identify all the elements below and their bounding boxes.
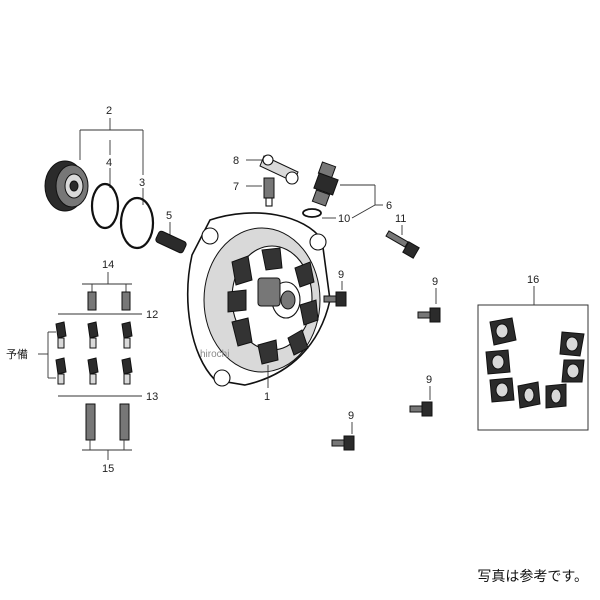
- spare-label: 予備: [6, 348, 28, 361]
- callout-8: 8: [233, 155, 239, 167]
- callout-15: 15: [102, 463, 114, 475]
- connector-group: 14 12 予備: [6, 259, 158, 475]
- bolt-9-b: 9: [417, 276, 441, 323]
- callout-13: 13: [146, 391, 158, 403]
- cover-part: 1 hirochi: [187, 212, 331, 403]
- footer-note: 写真は参考です。: [477, 569, 588, 585]
- callout-12: 12: [146, 309, 158, 321]
- callout-4: 4: [106, 157, 112, 169]
- bolt-9-a: 9: [323, 269, 347, 307]
- callout-9c: 9: [426, 374, 432, 386]
- bolt-9-d: 9: [331, 410, 355, 451]
- washer-part: [302, 208, 322, 218]
- pulley-assembly: 2 4 3: [44, 105, 155, 250]
- bracket-part: 8: [233, 154, 299, 185]
- fitting-part: 6 10: [302, 161, 392, 225]
- o-ring-large: [119, 196, 155, 250]
- watermark-text: hirochi: [200, 349, 229, 360]
- nipple-part: 7: [233, 177, 275, 207]
- callout-9b: 9: [432, 276, 438, 288]
- callout-1: 1: [264, 391, 270, 403]
- callout-9a: 9: [338, 269, 344, 281]
- callout-2: 2: [106, 105, 112, 117]
- callout-16: 16: [527, 274, 539, 286]
- bolt-11-part: 11: [385, 213, 420, 259]
- callout-11: 11: [395, 213, 406, 225]
- callout-7: 7: [233, 181, 239, 193]
- bolt-9-c: 9: [409, 374, 433, 417]
- pulley-part: [44, 160, 89, 212]
- callout-14: 14: [102, 259, 114, 271]
- callout-5: 5: [166, 210, 172, 222]
- o-ring-small: [90, 182, 120, 230]
- callout-6: 6: [386, 200, 392, 212]
- callout-10: 10: [338, 213, 350, 225]
- callout-3: 3: [139, 177, 145, 189]
- callout-9d: 9: [348, 410, 354, 422]
- roller-set-16: 16: [477, 274, 589, 431]
- spring-part: 5: [155, 210, 187, 254]
